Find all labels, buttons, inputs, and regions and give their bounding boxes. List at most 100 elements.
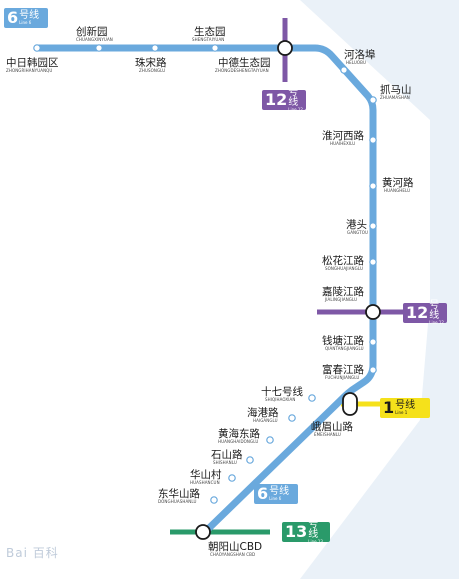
interchange-zhongdeshengtaiyuan[interactable] xyxy=(277,40,293,56)
svg-text:HELUOBU: HELUOBU xyxy=(346,60,366,65)
station-dot[interactable] xyxy=(308,394,316,402)
interchange-emeishanlu[interactable] xyxy=(342,392,358,416)
station-label-heluobu[interactable]: 河洛埠 HELUOBU xyxy=(344,48,376,65)
line1-badge[interactable]: 1 号线 Line 1 xyxy=(380,398,430,418)
station-label-songhuajianglu[interactable]: 松花江路 SONGHUAJIANGLU xyxy=(322,254,364,271)
station-dot[interactable] xyxy=(266,436,274,444)
svg-text:CHAOYANGSHAN CBD: CHAOYANGSHAN CBD xyxy=(210,552,255,557)
station-dot[interactable] xyxy=(369,338,377,346)
svg-text:东华山路: 东华山路 xyxy=(158,487,200,500)
svg-text:HUAIHEXILU: HUAIHEXILU xyxy=(330,141,355,146)
svg-text:嘉陵江路: 嘉陵江路 xyxy=(322,285,364,298)
station-dot[interactable] xyxy=(288,414,296,422)
line12-label: 号线 Line 12 xyxy=(288,88,303,112)
station-dot[interactable] xyxy=(369,366,377,374)
svg-text:抓马山: 抓马山 xyxy=(380,83,412,96)
station-label-gangtou[interactable]: 港头 GANGTOU xyxy=(346,219,368,235)
line12-number: 12 xyxy=(406,303,429,322)
line12-number: 12 xyxy=(265,90,288,109)
station-label-zhuamashan[interactable]: 抓马山 ZHUAMASHAN xyxy=(380,83,412,100)
svg-text:峨眉山路: 峨眉山路 xyxy=(311,420,353,433)
line13-badge[interactable]: 13 号线 Line 13 xyxy=(282,520,330,544)
svg-text:钱塘江路: 钱塘江路 xyxy=(322,334,364,347)
svg-text:HUANGHELU: HUANGHELU xyxy=(384,188,410,193)
station-dot[interactable] xyxy=(95,44,103,52)
station-dot[interactable] xyxy=(33,44,41,52)
svg-text:黄河路: 黄河路 xyxy=(382,176,414,189)
svg-text:SONGHUAJIANGLU: SONGHUAJIANGLU xyxy=(325,266,363,271)
station-label-fuchunjianglu[interactable]: 富春江路 FUCHUNJIANGLU xyxy=(322,363,364,380)
svg-text:华山村: 华山村 xyxy=(190,468,222,481)
station-label-qiantangjianglu[interactable]: 钱塘江路 QIANTANGJIANGLU xyxy=(322,334,364,351)
line6-badge-bottom[interactable]: 6 号线 Line 6 xyxy=(254,484,298,504)
svg-text:富春江路: 富春江路 xyxy=(322,363,364,376)
svg-text:海港路: 海港路 xyxy=(247,406,279,419)
station-dot[interactable] xyxy=(210,496,218,504)
station-label-chuangxinyuan[interactable]: 创新园 CHUANGXINYUAN xyxy=(76,25,113,42)
station-label-zhongrihanyuanqu[interactable]: 中日韩园区 ZHONGRIHANYUANQU xyxy=(6,56,59,73)
svg-text:HUANGHAIDONGLU: HUANGHAIDONGLU xyxy=(218,439,258,444)
svg-text:SHENGTAIYUAN: SHENGTAIYUAN xyxy=(192,37,224,42)
station-dot[interactable] xyxy=(369,258,377,266)
station-label-jialingjianglu[interactable]: 嘉陵江路 JIALINGJIANGLU xyxy=(322,285,364,302)
svg-text:十七号线: 十七号线 xyxy=(261,385,303,398)
station-label-zhusonglu[interactable]: 珠宋路 ZHUSONGLU xyxy=(135,56,167,73)
station-label-huanghelu[interactable]: 黄河路 HUANGHELU xyxy=(382,176,414,193)
station-label-emeishanlu[interactable]: 峨眉山路 EMEISHANLU xyxy=(311,420,353,437)
station-dot[interactable] xyxy=(211,44,219,52)
svg-text:石山路: 石山路 xyxy=(211,448,243,461)
svg-text:QIANTANGJIANGLU: QIANTANGJIANGLU xyxy=(325,346,364,351)
svg-text:港头: 港头 xyxy=(346,219,367,231)
station-dot[interactable] xyxy=(369,222,377,230)
svg-text:HAIGANGLU: HAIGANGLU xyxy=(253,418,278,423)
svg-text:松花江路: 松花江路 xyxy=(322,254,364,267)
svg-text:FUCHUNJIANGLU: FUCHUNJIANGLU xyxy=(325,375,359,380)
station-label-huaihexilu[interactable]: 淮河西路 HUAIHEXILU xyxy=(322,129,364,146)
background-shade xyxy=(300,0,459,579)
station-dot[interactable] xyxy=(340,66,348,74)
station-label-donghuashanlu[interactable]: 东华山路 DONGHUASHANLU xyxy=(158,487,200,504)
line6-label: 号线 Line 6 xyxy=(269,487,289,501)
line6-number: 6 xyxy=(7,8,19,27)
svg-text:中德生态园: 中德生态园 xyxy=(218,56,271,69)
station-label-shiqihaoxian[interactable]: 十七号线 SHIQIHAOXIAN xyxy=(261,385,303,402)
svg-text:EMEISHANLU: EMEISHANLU xyxy=(314,432,341,437)
svg-text:中日韩园区: 中日韩园区 xyxy=(6,56,59,69)
svg-text:ZHONGRIHANYUANQU: ZHONGRIHANYUANQU xyxy=(6,68,52,73)
line13-label: 号线 Line 13 xyxy=(308,520,327,544)
station-label-shishanlu[interactable]: 石山路 SHISHANLU xyxy=(211,448,243,465)
svg-text:珠宋路: 珠宋路 xyxy=(135,56,167,69)
station-dot[interactable] xyxy=(151,44,159,52)
svg-text:河洛埠: 河洛埠 xyxy=(344,48,376,61)
station-dot[interactable] xyxy=(228,474,236,482)
line6-label: 号线 Line 6 xyxy=(19,11,39,25)
station-label-haiganglu[interactable]: 海港路 HAIGANGLU xyxy=(247,406,279,423)
station-label-chaoyangshancbd[interactable]: 朝阳山CBD CHAOYANGSHAN CBD xyxy=(208,541,262,557)
line6-en: Line 6 xyxy=(269,496,282,501)
station-dot[interactable] xyxy=(369,182,377,190)
svg-text:黄海东路: 黄海东路 xyxy=(218,427,260,440)
svg-text:ZHUAMASHAN: ZHUAMASHAN xyxy=(380,95,410,100)
line12-badge-top[interactable]: 12 号线 Line 12 xyxy=(262,88,306,112)
station-label-huashancun[interactable]: 华山村 HUASHANCUN xyxy=(190,468,222,485)
station-dot[interactable] xyxy=(369,136,377,144)
svg-text:SHIQIHAOXIAN: SHIQIHAOXIAN xyxy=(265,397,295,402)
interchange-jialingjianglu[interactable] xyxy=(365,304,381,320)
station-ticks xyxy=(33,44,377,504)
station-label-huanghaidonglu[interactable]: 黄海东路 HUANGHAIDONGLU xyxy=(218,427,260,444)
line1-cn: 号线 xyxy=(395,400,416,411)
line12-en: Line 12 xyxy=(429,320,444,325)
line6-number: 6 xyxy=(257,484,269,503)
svg-text:CHUANGXINYUAN: CHUANGXINYUAN xyxy=(76,37,113,42)
interchange-chaoyangshancbd[interactable] xyxy=(195,524,211,540)
line12-badge-right[interactable]: 12 号线 Line 12 xyxy=(403,301,447,325)
line6-badge-top[interactable]: 6 号线 Line 6 xyxy=(4,8,48,28)
station-dot[interactable] xyxy=(369,96,377,104)
line1-en: Line 1 xyxy=(395,410,408,415)
station-label-zhongdeshengtaiyuan[interactable]: 中德生态园 ZHONGDESHENGTAIYUAN xyxy=(215,56,271,73)
svg-text:JIALINGJIANGLU: JIALINGJIANGLU xyxy=(324,297,357,302)
line12-cn: 号线 xyxy=(288,87,299,108)
station-label-shengtaiyuan[interactable]: 生态园 SHENGTAIYUAN xyxy=(192,25,226,42)
station-dot[interactable] xyxy=(246,456,254,464)
